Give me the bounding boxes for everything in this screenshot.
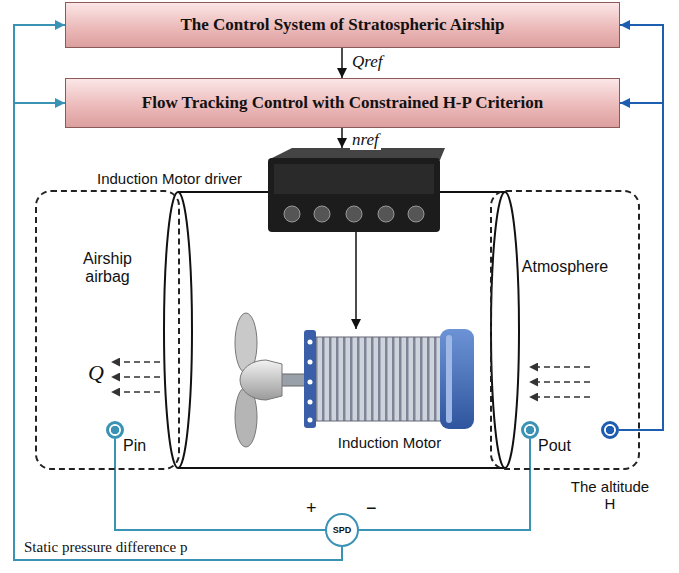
duct-cylinder [164, 192, 519, 468]
node-text: The Control System of Stratospheric Airs… [180, 15, 504, 35]
node-text: Airship airbag [63, 250, 153, 286]
plus-sign: + [306, 498, 317, 519]
minus-sign: − [366, 498, 377, 519]
node-text: Pout [538, 437, 550, 455]
connector [341, 128, 343, 148]
signal-label: Qref [350, 52, 385, 72]
signal-name: Static pressure difference p [24, 538, 187, 556]
connector [619, 25, 663, 430]
node-text: The altitude H [569, 478, 651, 512]
altitude-sensor: The altitude H [601, 421, 619, 439]
propeller [235, 313, 310, 447]
node-text: Pin [123, 437, 135, 455]
flow-arrows [112, 362, 590, 397]
atmosphere-region: Pout The altitude H Atmosphere [490, 190, 640, 470]
connector [619, 103, 663, 430]
node-text: Flow Tracking Control with Constrained H… [142, 93, 543, 113]
flow-symbol: Q [88, 360, 104, 386]
connector [115, 439, 325, 530]
signal-label: nref [350, 130, 381, 150]
connector [355, 232, 357, 329]
connector [359, 439, 530, 530]
node-text: Induction Motor [302, 434, 477, 451]
driver-unit [268, 148, 445, 232]
spd-circle: SPD [325, 513, 359, 547]
motor-body [304, 329, 474, 429]
connector [341, 48, 343, 78]
control-box: The Control System of Stratospheric Airs… [65, 2, 620, 48]
pressure-sensor: Pin [106, 421, 124, 439]
pressure-sensor: Pout [521, 421, 539, 439]
motor-node: Induction Motor [302, 329, 477, 454]
node-text: Atmosphere [515, 258, 615, 276]
node-text: Induction Motor driver [97, 170, 242, 187]
node-text: SPD [333, 525, 352, 535]
connector [14, 103, 342, 560]
airbag-region: Pin Airship airbag [35, 190, 180, 470]
control-box: Flow Tracking Control with Constrained H… [65, 78, 620, 128]
